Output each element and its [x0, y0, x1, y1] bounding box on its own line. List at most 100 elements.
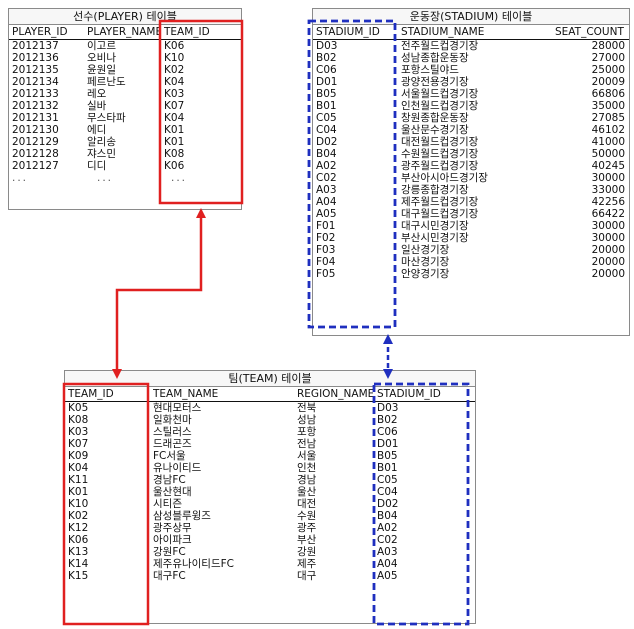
- region-name-cell: 서울: [297, 450, 317, 462]
- stadium-name-cell: 부산아시아드경기장: [401, 172, 488, 184]
- player-team-id-cell: K10: [164, 52, 185, 64]
- stadium-id-cell: B02: [316, 52, 337, 64]
- team-id-cell: K07: [68, 438, 89, 450]
- stadium-id-cell: A03: [316, 184, 337, 196]
- region-name-cell: 성남: [297, 414, 317, 426]
- team-table-caption: 팀(TEAM) 테이블: [65, 371, 475, 387]
- player-name-cell: 이고르: [87, 40, 116, 52]
- stadium-name-cell: 수원월드컵경기장: [401, 148, 479, 160]
- stadium-name-cell: 부산시민경기장: [401, 232, 469, 244]
- team-name-cell: 스틸러스: [153, 426, 192, 438]
- team-name-cell: 드래곤즈: [153, 438, 192, 450]
- stadium-name-cell: 전주월드컵경기장: [401, 40, 479, 52]
- stadium-name-cell: 포항스틸야드: [401, 64, 459, 76]
- stadium-id-cell: C02: [316, 172, 337, 184]
- seat-count-cell: 30000: [591, 172, 625, 184]
- team-name-cell: 강원FC: [153, 546, 186, 558]
- region-name-cell: 부산: [297, 534, 317, 546]
- team-id-cell: K10: [68, 498, 89, 510]
- player-id-cell: 2012127: [12, 160, 59, 172]
- team-stadium-id-cell: D02: [377, 498, 399, 510]
- player-id-cell: 2012130: [12, 124, 59, 136]
- player-name-cell: 실바: [87, 100, 107, 112]
- player-team-id-cell: K01: [164, 136, 185, 148]
- region-name-cell: 포항: [297, 426, 317, 438]
- seat-count-cell: 46102: [591, 124, 625, 136]
- team-id-cell: K03: [68, 426, 89, 438]
- team-stadium-id-cell: B04: [377, 510, 398, 522]
- region-name-cell: 강원: [297, 546, 317, 558]
- stadium-id-cell: A05: [316, 208, 337, 220]
- seat-count-cell: 42256: [591, 196, 625, 208]
- team-row: K10 시티즌 대전 D02: [65, 498, 475, 510]
- team-stadium-id-cell: D01: [377, 438, 399, 450]
- team-name-cell: 시티즌: [153, 498, 182, 510]
- team-stadium-id-cell: C06: [377, 426, 398, 438]
- team-name-cell: 광주상무: [153, 522, 192, 534]
- team-stadium-id-cell: B05: [377, 450, 398, 462]
- player-name-cell: 윤원일: [87, 64, 116, 76]
- stadium-name-cell: 대구시민경기장: [401, 220, 469, 232]
- seat-count-cell: 27085: [591, 112, 625, 124]
- stadium-name-cell: 서울월드컵경기장: [401, 88, 479, 100]
- player-id-cell: 2012133: [12, 88, 59, 100]
- stadium-name-cell: 대구월드컵경기장: [401, 208, 479, 220]
- team-name-cell: 울산현대: [153, 486, 192, 498]
- stadium-name-cell: 광양전용경기장: [401, 76, 469, 88]
- team-id-cell: K14: [68, 558, 89, 570]
- player-header-player-id: PLAYER_ID: [12, 26, 68, 38]
- team-name-cell: FC서울: [153, 450, 186, 462]
- team-stadium-id-cell: C02: [377, 534, 398, 546]
- team-id-cell: K11: [68, 474, 89, 486]
- team-stadium-id-cell: D03: [377, 402, 399, 414]
- player-ellipsis-row: ... ... ...: [9, 172, 241, 184]
- player-team-id-cell: K04: [164, 112, 185, 124]
- player-table: 선수(PLAYER) 테이블 PLAYER_ID PLAYER_NAME TEA…: [8, 8, 242, 210]
- seat-count-cell: 40245: [591, 160, 625, 172]
- team-stadium-id-cell: A03: [377, 546, 398, 558]
- stadium-name-cell: 강릉종합경기장: [401, 184, 469, 196]
- region-name-cell: 대전: [297, 498, 317, 510]
- team-table-header: TEAM_ID TEAM_NAME REGION_NAME STADIUM_ID: [65, 387, 475, 402]
- region-name-cell: 대구: [297, 570, 317, 582]
- stadium-table-header: STADIUM_ID STADIUM_NAME SEAT_COUNT: [313, 25, 629, 40]
- stadium-id-cell: A04: [316, 196, 337, 208]
- player-table-caption: 선수(PLAYER) 테이블: [9, 9, 241, 25]
- player-id-cell: 2012135: [12, 64, 59, 76]
- stadium-header-stadium-id: STADIUM_ID: [316, 26, 380, 38]
- team-name-cell: 대구FC: [153, 570, 186, 582]
- team-stadium-id-cell: B02: [377, 414, 398, 426]
- team-id-cell: K02: [68, 510, 89, 522]
- seat-count-cell: 20009: [591, 76, 625, 88]
- player-id-cell: 2012137: [12, 40, 59, 52]
- team-header-stadium-id: STADIUM_ID: [377, 388, 441, 400]
- team-id-cell: K08: [68, 414, 89, 426]
- team-stadium-id-cell: C05: [377, 474, 398, 486]
- player-id-cell: 2012131: [12, 112, 59, 124]
- team-stadium-id-cell: A02: [377, 522, 398, 534]
